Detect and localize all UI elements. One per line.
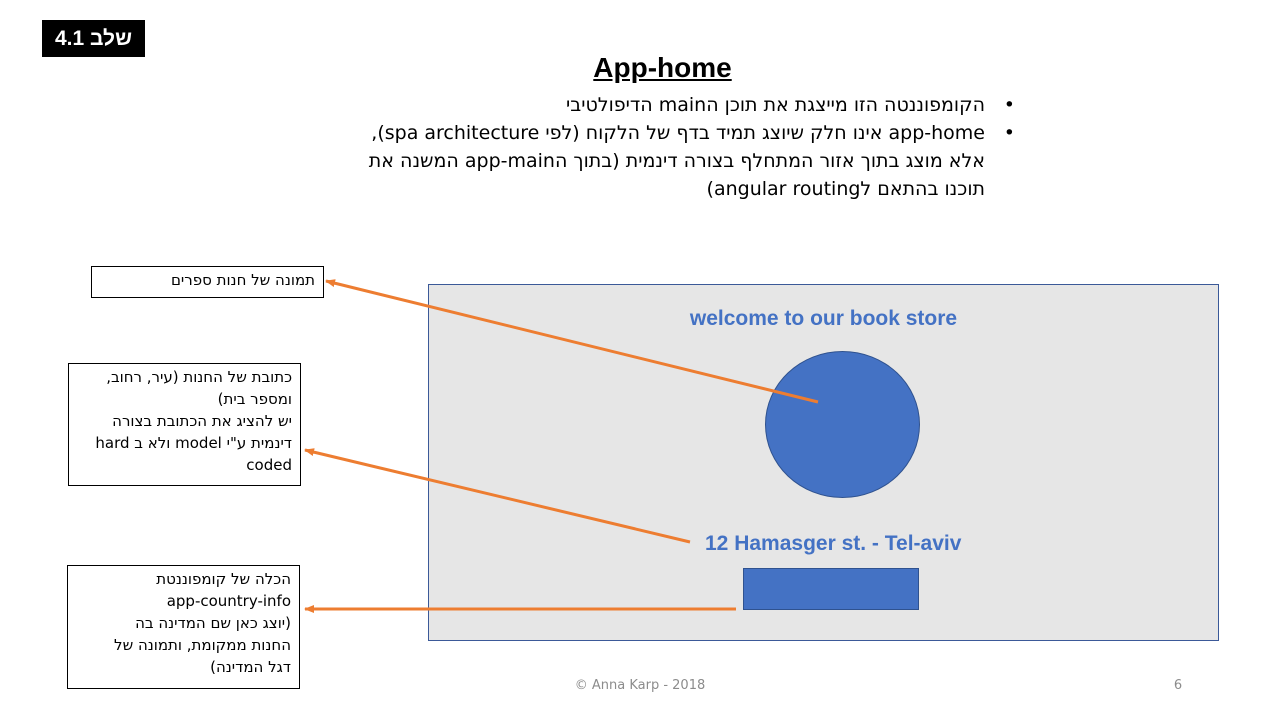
slide-title: App-home [593,52,732,83]
app-home-mockup: welcome to our book store 12 Hamasger st… [428,284,1219,641]
callout-line: ומספר בית) [217,390,292,408]
footer-credit: © Anna Karp - 2018 [574,678,706,693]
store-address: 12 Hamasger st. - Tel-aviv [705,532,962,555]
callout-line: יש להציג את הכתובת בצורה [112,412,292,430]
callout-line: app-country-info [166,592,291,610]
callout-line: הכלה של קומפוננטת [156,570,291,588]
callout-store-image: תמונה של חנות ספרים [91,266,324,298]
page-number: 6 [1173,678,1183,693]
bullet-list: • הקומפוננטה הזו מייצגת את תוכן הmain הד… [250,91,1020,203]
callout-country-info: הכלה של קומפוננטת app-country-info (יוצג… [67,565,300,689]
callout-line: (יוצג כאן שם המדינה בה [135,614,291,632]
step-badge: שלב 4.1 [42,20,145,57]
store-image-placeholder [765,351,920,498]
bullet-line: אלא מוצג בתוך אזור המתחלף בצורה דינמית (… [368,150,985,172]
bullet-item: • הקומפוננטה הזו מייצגת את תוכן הmain הד… [250,91,1020,119]
callout-line: תמונה של חנות ספרים [170,271,315,289]
welcome-heading: welcome to our book store [689,307,958,330]
bullet-dot-icon: • [1003,94,1015,116]
callout-line: כתובת של החנות (עיר, רחוב, [106,368,292,386]
callout-line: coded [246,456,292,474]
callout-line: דגל המדינה) [210,658,291,676]
bullet-line: הקומפוננטה הזו מייצגת את תוכן הmain הדיפ… [565,94,985,116]
bullet-item: • app-home אינו חלק שיוצג תמיד בדף של הל… [250,119,1020,203]
callout-store-address: כתובת של החנות (עיר, רחוב, ומספר בית) יש… [68,363,301,486]
country-info-placeholder [743,568,919,610]
callout-line: דינמית ע"י model ולא ב hard [95,434,292,452]
callout-line: החנות ממקומת, ותמונה של [114,636,291,654]
bullet-line: תוכנו בהתאם לangular routing) [706,178,985,200]
bullet-line: app-home אינו חלק שיוצג תמיד בדף של הלקו… [371,122,985,144]
bullet-dot-icon: • [1003,122,1015,144]
